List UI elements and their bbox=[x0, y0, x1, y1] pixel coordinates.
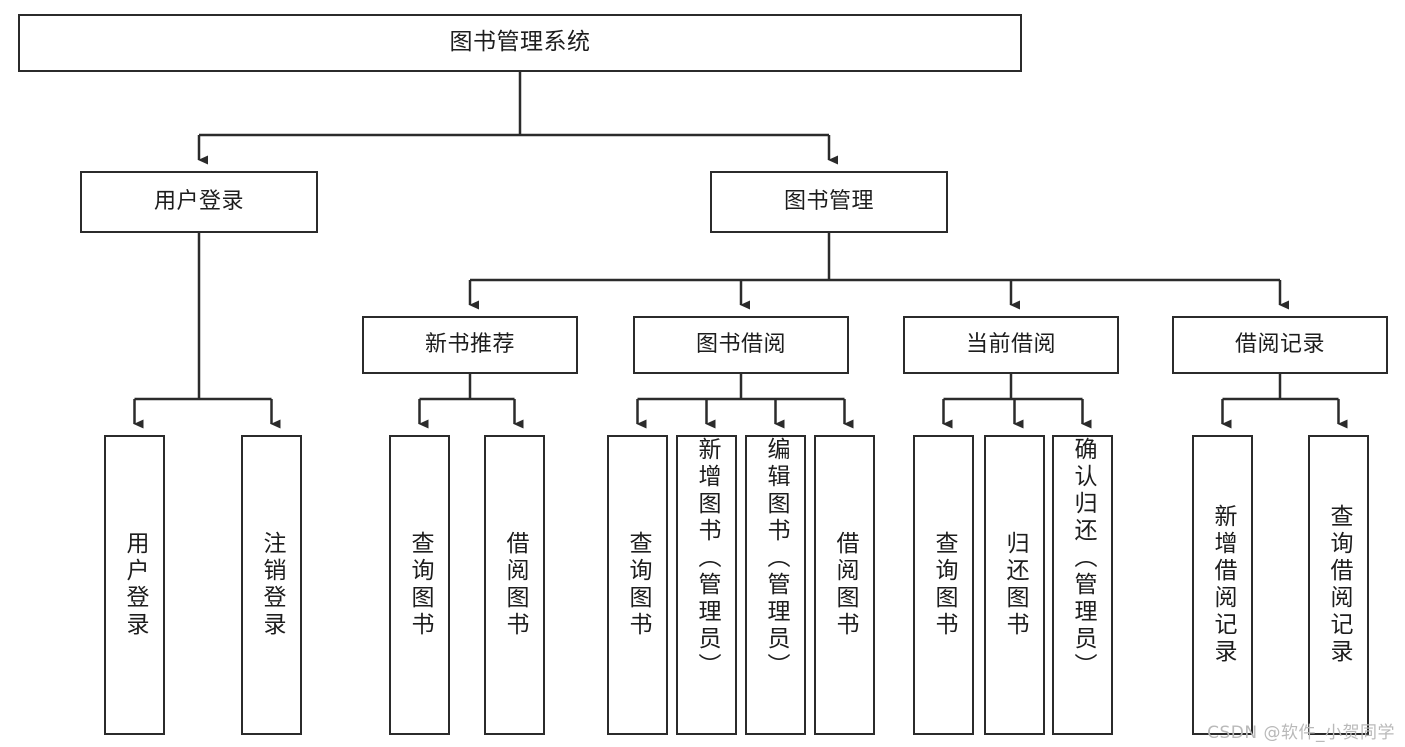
leaf-confirm-return-admin-label: 确认归还（管理员） bbox=[1070, 437, 1096, 680]
leaf-query-borrow-record-label: 查询借阅记录 bbox=[1326, 504, 1352, 666]
leaf-return-books-label: 归还图书 bbox=[1002, 531, 1028, 639]
node-root-label: 图书管理系统 bbox=[449, 29, 591, 56]
node-book-borrowing[interactable]: 图书借阅 bbox=[633, 316, 849, 374]
watermark-text: CSDN @软件_小贺同学 bbox=[1207, 723, 1395, 743]
leaf-search-books-current[interactable]: 查询图书 bbox=[913, 435, 974, 735]
leaf-search-books-rec-label: 查询图书 bbox=[407, 531, 433, 639]
node-book-management[interactable]: 图书管理 bbox=[710, 171, 948, 233]
leaf-borrow-books-rec[interactable]: 借阅图书 bbox=[484, 435, 545, 735]
leaf-add-borrow-record[interactable]: 新增借阅记录 bbox=[1192, 435, 1253, 735]
leaf-add-book-admin-label: 新增图书（管理员） bbox=[694, 437, 720, 680]
node-book-management-label: 图书管理 bbox=[783, 188, 874, 214]
node-new-book-recommendation-label: 新书推荐 bbox=[424, 331, 515, 357]
node-new-book-recommendation[interactable]: 新书推荐 bbox=[362, 316, 578, 374]
node-borrow-records[interactable]: 借阅记录 bbox=[1172, 316, 1388, 374]
leaf-search-books-label: 查询图书 bbox=[625, 531, 651, 639]
leaf-user-login[interactable]: 用户登录 bbox=[104, 435, 165, 735]
leaf-add-book-admin[interactable]: 新增图书（管理员） bbox=[676, 435, 737, 735]
node-root[interactable]: 图书管理系统 bbox=[18, 14, 1022, 72]
leaf-logout-label: 注销登录 bbox=[259, 531, 285, 639]
leaf-return-books[interactable]: 归还图书 bbox=[984, 435, 1045, 735]
node-user-login[interactable]: 用户登录 bbox=[80, 171, 318, 233]
leaf-search-books-current-label: 查询图书 bbox=[931, 531, 957, 639]
leaf-logout[interactable]: 注销登录 bbox=[241, 435, 302, 735]
leaf-add-borrow-record-label: 新增借阅记录 bbox=[1210, 504, 1236, 666]
leaf-search-books[interactable]: 查询图书 bbox=[607, 435, 668, 735]
node-current-borrowing-label: 当前借阅 bbox=[965, 331, 1056, 357]
leaf-borrow-books[interactable]: 借阅图书 bbox=[814, 435, 875, 735]
node-user-login-label: 用户登录 bbox=[153, 188, 244, 214]
node-current-borrowing[interactable]: 当前借阅 bbox=[903, 316, 1119, 374]
node-borrow-records-label: 借阅记录 bbox=[1234, 331, 1325, 357]
leaf-edit-book-admin[interactable]: 编辑图书（管理员） bbox=[745, 435, 806, 735]
leaf-confirm-return-admin[interactable]: 确认归还（管理员） bbox=[1052, 435, 1113, 735]
node-book-borrowing-label: 图书借阅 bbox=[695, 331, 786, 357]
leaf-borrow-books-rec-label: 借阅图书 bbox=[502, 531, 528, 639]
leaf-user-login-label: 用户登录 bbox=[122, 531, 148, 639]
leaf-edit-book-admin-label: 编辑图书（管理员） bbox=[763, 437, 789, 680]
leaf-search-books-rec[interactable]: 查询图书 bbox=[389, 435, 450, 735]
leaf-borrow-books-label: 借阅图书 bbox=[832, 531, 858, 639]
leaf-query-borrow-record[interactable]: 查询借阅记录 bbox=[1308, 435, 1369, 735]
